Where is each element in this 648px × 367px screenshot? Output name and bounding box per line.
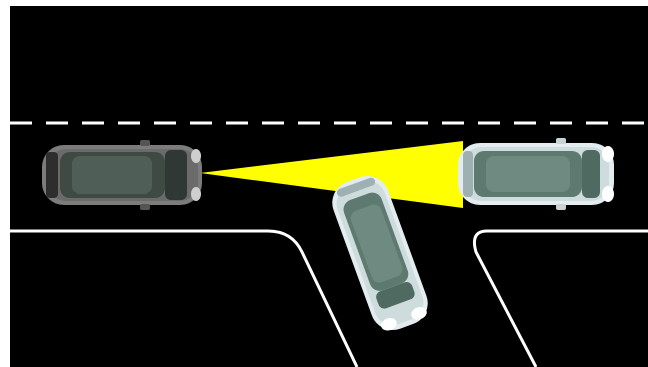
car-top-view-light-icon xyxy=(458,138,614,210)
car-top-view-dark-icon xyxy=(42,140,202,210)
